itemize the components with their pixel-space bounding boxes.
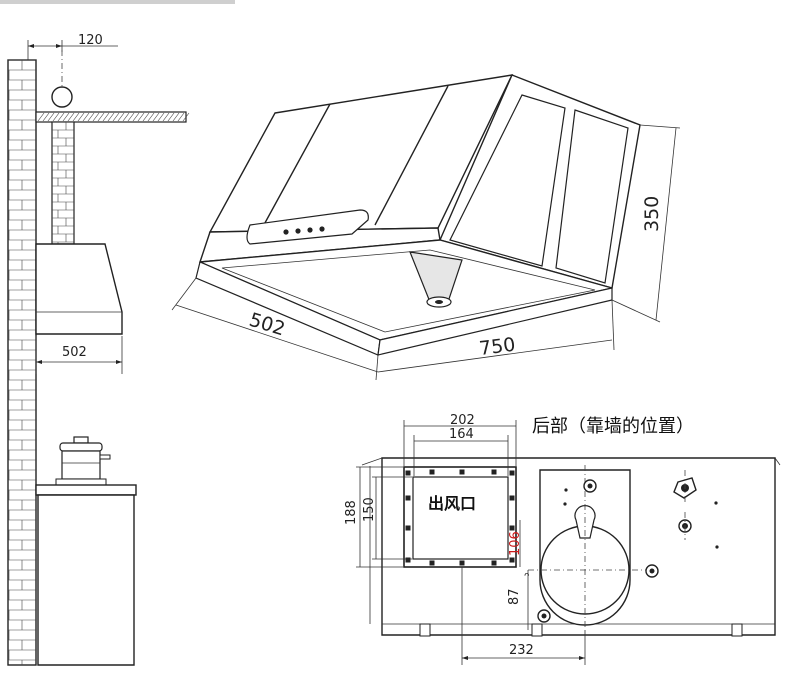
control-button-2 <box>295 228 301 234</box>
dim-vertical-87: 87 <box>507 588 522 605</box>
hood-side-profile <box>35 243 123 335</box>
rear-view-title: 后部（靠墙的位置） <box>532 416 694 437</box>
dim-outlet-150: 150 <box>362 497 377 522</box>
dim-outlet-188: 188 <box>344 500 359 525</box>
outlet-label: 出风口 <box>428 494 476 513</box>
control-button-4 <box>319 226 325 232</box>
foot-right <box>731 623 743 637</box>
wall-bricks <box>8 59 36 665</box>
outlet-opening <box>412 476 509 560</box>
duct-outlet-circle <box>51 86 73 108</box>
dim-iso-750: 750 <box>478 334 517 360</box>
control-button-3 <box>307 227 313 233</box>
iso-view: 502 750 350 <box>171 74 681 381</box>
dim-offset-106: 106 <box>508 531 523 556</box>
control-panel <box>246 209 369 245</box>
dim-top-120: 120 <box>78 33 103 48</box>
dim-outlet-164: 164 <box>449 427 474 442</box>
oil-cup-icon <box>409 251 463 308</box>
glass-window-2 <box>555 109 629 284</box>
dim-bottom-232: 232 <box>509 643 534 658</box>
rear-view: 后部（靠墙的位置） 出风口 202 164 188 150 <box>344 413 781 665</box>
screw-icon <box>645 564 659 578</box>
header-bar <box>0 0 235 4</box>
dim-outlet-202: 202 <box>450 413 475 428</box>
flange-holes <box>405 469 515 566</box>
dim-iso-350: 350 <box>641 196 663 232</box>
glass-window-1 <box>449 94 566 267</box>
foot-mid <box>531 623 543 637</box>
screw-icon <box>537 609 551 623</box>
cable-gland-icon <box>673 470 697 505</box>
grommet-icon <box>678 512 692 540</box>
dim-side-502: 502 <box>62 345 87 360</box>
slab-hatch <box>37 112 190 122</box>
screw-icon <box>583 479 597 493</box>
foot-left <box>419 623 431 637</box>
stove-top <box>35 484 137 496</box>
cabinet <box>37 494 135 666</box>
control-button-1 <box>283 229 289 235</box>
side-view: 120 502 <box>7 33 190 666</box>
pot-icon <box>55 436 111 486</box>
chimney-bricks <box>52 121 74 244</box>
svg-text:ᴖ: ᴖ <box>524 571 530 581</box>
